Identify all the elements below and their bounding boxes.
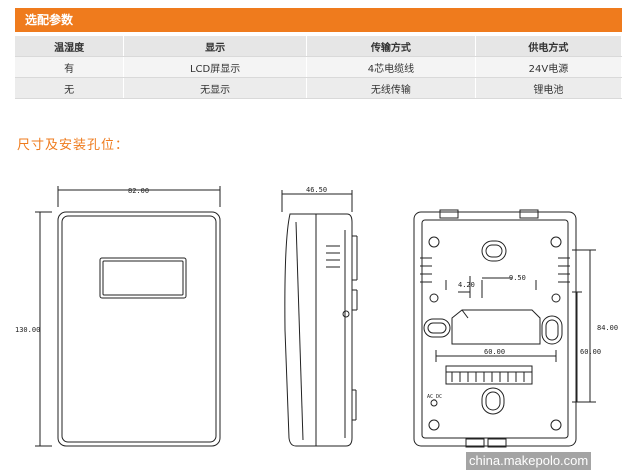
dim-label-height: 130.00	[15, 326, 40, 334]
watermark: china.makepolo.com	[466, 452, 592, 470]
table-cell: 4芯电缆线	[306, 56, 476, 78]
back-view-drawing	[413, 209, 596, 448]
table-row: 有 LCD屏显示 4芯电缆线 24V电源	[15, 56, 623, 78]
dim-label-back-d1: 4.20	[458, 281, 475, 289]
table-cell: 锂电池	[475, 77, 623, 99]
table-cell: 24V电源	[475, 56, 623, 78]
dim-label-back-d2: 9.50	[509, 274, 526, 282]
dim-label-back-h1: 84.00	[597, 324, 618, 332]
col-header-transmission: 传输方式	[306, 36, 476, 57]
dim-label-back-width: 60.00	[484, 348, 505, 356]
dim-label-front-width: 82.00	[128, 187, 149, 195]
table-row: 无 无显示 无线传输 锂电池	[15, 77, 623, 99]
col-header-display: 显示	[123, 36, 307, 57]
front-view-drawing	[35, 186, 221, 447]
dim-label-depth: 46.50	[306, 186, 327, 194]
table-cell: 无显示	[123, 77, 307, 99]
table-cell: 无线传输	[306, 77, 476, 99]
table-header-row: 温湿度 显示 传输方式 供电方式	[15, 36, 623, 57]
options-table: 温湿度 显示 传输方式 供电方式 有 LCD屏显示 4芯电缆线 24V电源 无 …	[15, 36, 623, 99]
table-cell: 无	[15, 77, 125, 99]
col-header-power: 供电方式	[475, 36, 623, 57]
side-view-drawing	[281, 190, 358, 447]
table-cell: LCD屏显示	[123, 56, 307, 78]
table-cell: 有	[15, 56, 125, 78]
dimensions-section-title: 尺寸及安装孔位：	[17, 138, 130, 153]
back-label-ac-dc: AC_DC	[427, 394, 442, 400]
col-header-temp-humidity: 温湿度	[15, 36, 125, 57]
dim-label-back-h2: 60.00	[580, 348, 601, 356]
section-banner: 选配参数	[15, 8, 622, 32]
